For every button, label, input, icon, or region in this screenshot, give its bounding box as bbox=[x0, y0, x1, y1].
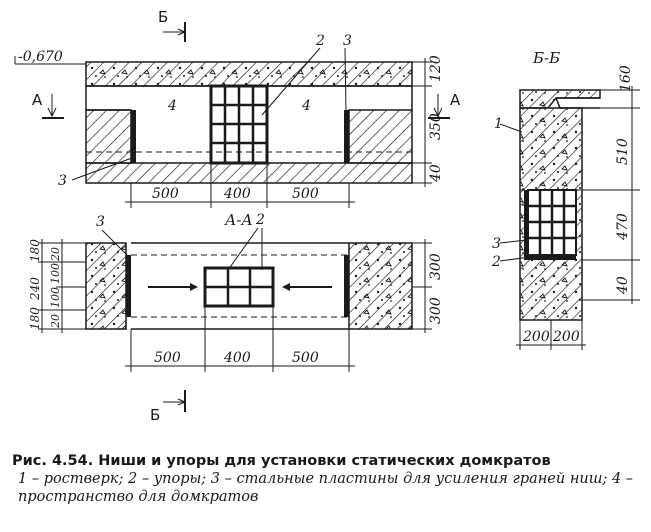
dim-bb-right-4: 40 bbox=[615, 276, 631, 295]
dim-plan-left-a-1: 180 bbox=[28, 239, 42, 262]
left-steel-plate bbox=[131, 110, 136, 163]
callout-1-bb: 1 bbox=[494, 116, 503, 132]
plan-view bbox=[85, 242, 413, 330]
right-block bbox=[348, 109, 413, 164]
dim-plan-right-2: 300 bbox=[428, 297, 444, 324]
dim-bb-right-1: 160 bbox=[618, 65, 634, 92]
top-elevation-view bbox=[85, 61, 413, 184]
dim-plan-right-1: 300 bbox=[428, 253, 444, 280]
dim-plan-left-b-1: 20 bbox=[49, 247, 62, 262]
dim-top-h-1: 500 bbox=[152, 186, 179, 202]
section-letter-a-right: А bbox=[450, 91, 461, 109]
callout-3-plan: 3 bbox=[96, 214, 105, 230]
section-letter-a-left: А bbox=[32, 91, 43, 109]
callout-2-plan: 2 bbox=[255, 212, 265, 228]
dim-top-right-1: 120 bbox=[428, 55, 444, 82]
right-steel-plate bbox=[344, 110, 349, 163]
plan-left-plate bbox=[126, 255, 131, 317]
figure-caption: Рис. 4.54. Ниши и упоры для установки ст… bbox=[12, 452, 642, 506]
caption-legend: 1 – ростверк; 2 – упоры; 3 – стальные пл… bbox=[18, 471, 634, 505]
callout-2-bb: 2 bbox=[491, 254, 501, 270]
dim-top-h-3: 500 bbox=[292, 186, 319, 202]
dim-plan-left-b-3: 100 bbox=[49, 287, 62, 308]
dim-top-right-2: 350 bbox=[428, 113, 444, 140]
section-letter-b-top: Б bbox=[158, 8, 168, 26]
section-bb-title: Б-Б bbox=[532, 49, 560, 67]
technical-drawing: 4 4 2 3 3 -0,670 Б А А 120 350 40 500 40… bbox=[14, 8, 640, 424]
label-4-right: 4 bbox=[301, 98, 311, 114]
section-aa-title: А-А bbox=[224, 211, 253, 229]
dim-plan-bottom-3: 500 bbox=[292, 350, 319, 366]
bottom-strip bbox=[85, 162, 413, 184]
dim-plan-left-a-2: 240 bbox=[28, 277, 42, 301]
dim-bb-right-2: 510 bbox=[615, 138, 631, 165]
dim-bb-bottom-1: 200 bbox=[522, 329, 550, 345]
dim-top-h-2: 400 bbox=[223, 186, 251, 202]
section-letter-b-bottom: Б bbox=[150, 406, 160, 424]
dim-bb-bottom-2: 200 bbox=[552, 329, 580, 345]
callout-3-left: 3 bbox=[58, 173, 67, 189]
dim-plan-bottom-1: 500 bbox=[154, 350, 181, 366]
dim-plan-bottom-2: 400 bbox=[223, 350, 251, 366]
section-bb-view bbox=[519, 89, 601, 321]
caption-title: Рис. 4.54. Ниши и упоры для установки ст… bbox=[12, 453, 551, 469]
callout-2-top: 2 bbox=[315, 33, 325, 49]
dim-plan-left-a-3: 180 bbox=[28, 307, 42, 330]
dim-plan-left-b-4: 20 bbox=[49, 314, 62, 329]
dim-top-right-3: 40 bbox=[428, 164, 444, 183]
label-4-left: 4 bbox=[167, 98, 177, 114]
dim-plan-left-b-2: 100 bbox=[49, 263, 62, 284]
dim-bb-right-3: 470 bbox=[615, 213, 631, 241]
callout-3-bb: 3 bbox=[492, 236, 501, 252]
left-block bbox=[85, 109, 132, 164]
plan-right-plate bbox=[344, 255, 349, 317]
elevation-mark: -0,670 bbox=[18, 49, 63, 65]
callout-3-top: 3 bbox=[343, 33, 352, 49]
